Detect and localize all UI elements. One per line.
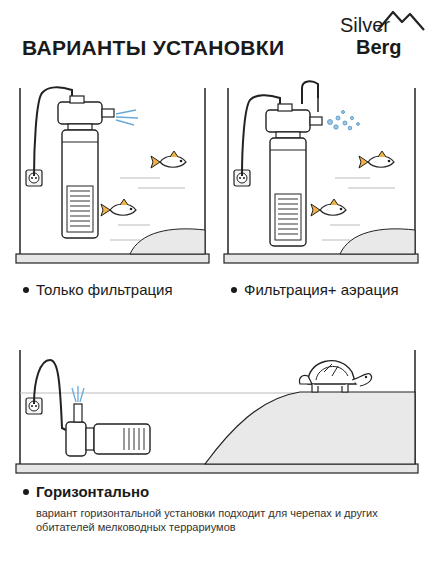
terrarium-horizontal (16, 350, 418, 473)
turtle (299, 361, 371, 392)
logo-word: Berg (356, 36, 402, 58)
caption: Фильтрация+ аэрация (228, 280, 409, 300)
aquarium-filtration-aeration (224, 81, 418, 263)
aquarium-filtration (16, 87, 209, 263)
installation-panel: Только фильтрация (18, 84, 213, 304)
logo-word: Silver (340, 14, 390, 36)
page-title: ВАРИАНТЫ УСТАНОВКИ (22, 36, 284, 60)
installation-panel: Фильтрация+ аэрация (226, 84, 421, 304)
installation-panel: Горизонтальновариант горизонтальной уста… (18, 346, 418, 538)
filter-horizontal (66, 386, 150, 456)
caption: Только фильтрация (20, 280, 201, 300)
description: вариант горизонтальной установки подходи… (36, 506, 426, 534)
caption: Горизонтально (20, 482, 406, 502)
